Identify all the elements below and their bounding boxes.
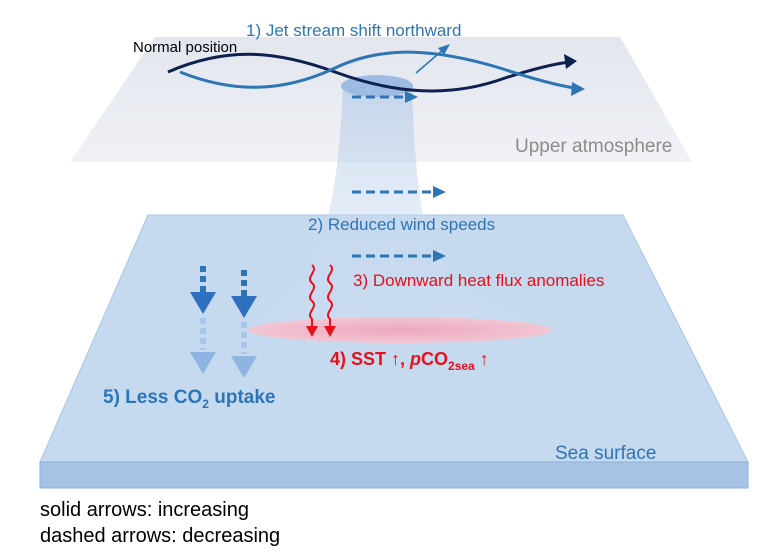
pco2-p: p [409,349,421,369]
sea-surface-edge [40,462,748,488]
less-uptake-suffix: uptake [209,387,276,408]
arrow-legend: solid arrows: increasing dashed arrows: … [40,497,280,549]
less-uptake-prefix: 5) Less CO [103,387,202,408]
legend-dashed: dashed arrows: decreasing [40,523,280,549]
reduced-wind-speeds-label: 2) Reduced wind speeds [308,215,495,234]
jet-stream-shift-label: 1) Jet stream shift northward [246,21,461,40]
pco2-arrow: ↑ [475,349,489,369]
sst-anomaly-ellipse [248,317,552,343]
upper-atmosphere-label: Upper atmosphere [515,136,672,157]
sea-surface-label: Sea surface [555,443,656,464]
normal-position-label: Normal position [133,39,237,56]
downward-heat-flux-label: 3) Downward heat flux anomalies [353,271,604,290]
less-co2-uptake-label: 5) Less CO2 uptake [103,387,275,411]
legend-solid: solid arrows: increasing [40,497,280,523]
pco2-co: CO [421,349,448,369]
pco2-subscript: 2sea [448,359,475,373]
sst-prefix: 4) SST ↑, [330,349,410,369]
